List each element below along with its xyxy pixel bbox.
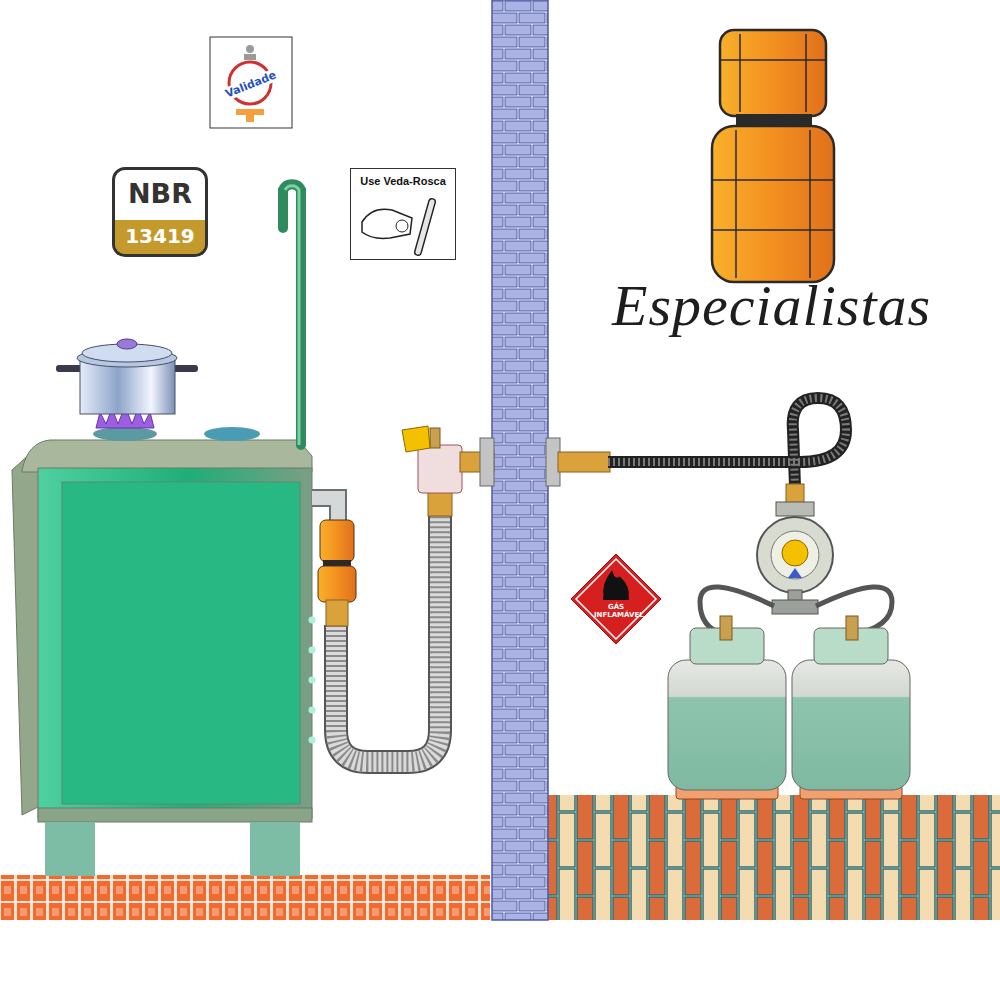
diamond-border [576,559,656,639]
tape-icon [362,209,412,238]
vent-pipe [285,186,299,445]
hose-coupler [720,34,826,112]
gas-cylinder [792,616,910,799]
stove-hose [326,600,348,626]
gas-stove [22,440,312,472]
cooking-pot [56,339,198,428]
gas-stove [12,427,316,876]
gas-regulator [786,484,804,504]
floor-right [548,795,1000,920]
gas-stove [93,427,157,441]
gas-stove [250,822,300,876]
stove-hose [312,498,338,522]
gas-stove [309,617,316,624]
gas-regulator [776,502,814,516]
gas-regulator [771,531,819,579]
standard-badge: NBR13419 [112,167,208,257]
gas-valve [480,438,494,486]
gas-stove [45,822,95,876]
cylinder-hose [608,398,846,486]
validity-stamp [236,109,264,115]
gas-stove [38,808,312,822]
stove-hose [320,520,354,562]
stove-hose [312,498,338,522]
gas-stove [38,468,312,818]
diamond-shape [571,554,661,644]
gas-regulator [700,587,774,634]
gas-valve [430,428,440,448]
hazard-diamond: GÁS INFLAMÁVEL [570,553,662,645]
vent-pipe [283,184,301,445]
validity-stamp [210,37,292,128]
flame-symbol [604,571,629,597]
validity-stamp [244,54,256,60]
tip-text: Use Veda-Rosca [355,175,451,187]
brick-wall [492,0,548,920]
badge-title: NBR [115,170,205,220]
gas-valve [418,445,462,493]
badge-number: 13419 [115,220,205,254]
gas-stove [204,427,260,441]
gas-regulator [782,540,808,566]
hose-coupler [720,30,826,116]
hazard-text: GÁS INFLAMÁVEL [594,603,638,619]
brick-wall [492,0,548,920]
gas-cylinder [792,660,910,790]
cooking-pot [117,339,137,349]
gas-cylinder [846,616,858,640]
cylinder-hose [558,452,610,472]
gas-regulator [772,600,818,614]
cooking-pot [56,365,82,372]
vent-pipe [283,184,301,445]
hose-coupler [712,30,834,282]
gas-stove [309,707,316,714]
gas-valve [402,426,430,452]
gas-cylinder [668,660,786,790]
floor-right [548,795,1000,920]
gas-stove [62,482,300,804]
tip-box: Use Veda-Rosca [350,168,456,260]
validity-stamp-box: Validade [210,37,292,128]
tape-icon [362,202,432,252]
gas-stove [309,647,316,654]
tape-icon [396,220,408,232]
gas-regulator [788,568,802,578]
gas-regulator [757,517,833,593]
validity-stamp [246,115,254,122]
validity-stamp [210,37,292,128]
gas-cylinder [668,616,786,799]
gas-regulator [700,484,892,634]
stove-hose [312,498,440,762]
tape-icon [418,202,432,252]
hose-coupler [712,130,834,278]
cylinder-hose [558,398,846,486]
hose-coupler [712,126,834,282]
cooking-pot [172,365,198,372]
diamond-shape [570,553,662,645]
gas-stove [309,677,316,684]
floor-left [0,875,490,920]
gas-cylinder [720,616,732,640]
cylinder-hose [608,398,846,486]
gas-stove [309,737,316,744]
flame-symbol [603,597,629,600]
gas-valve [428,492,452,516]
stove-hose [318,566,356,602]
gas-valve [402,426,560,516]
validity-stamp [246,45,254,53]
floor-left [0,875,490,920]
tape-icon [418,202,432,252]
brand-script: Especialistas [612,272,931,339]
stamp-text: Validade [222,68,280,102]
